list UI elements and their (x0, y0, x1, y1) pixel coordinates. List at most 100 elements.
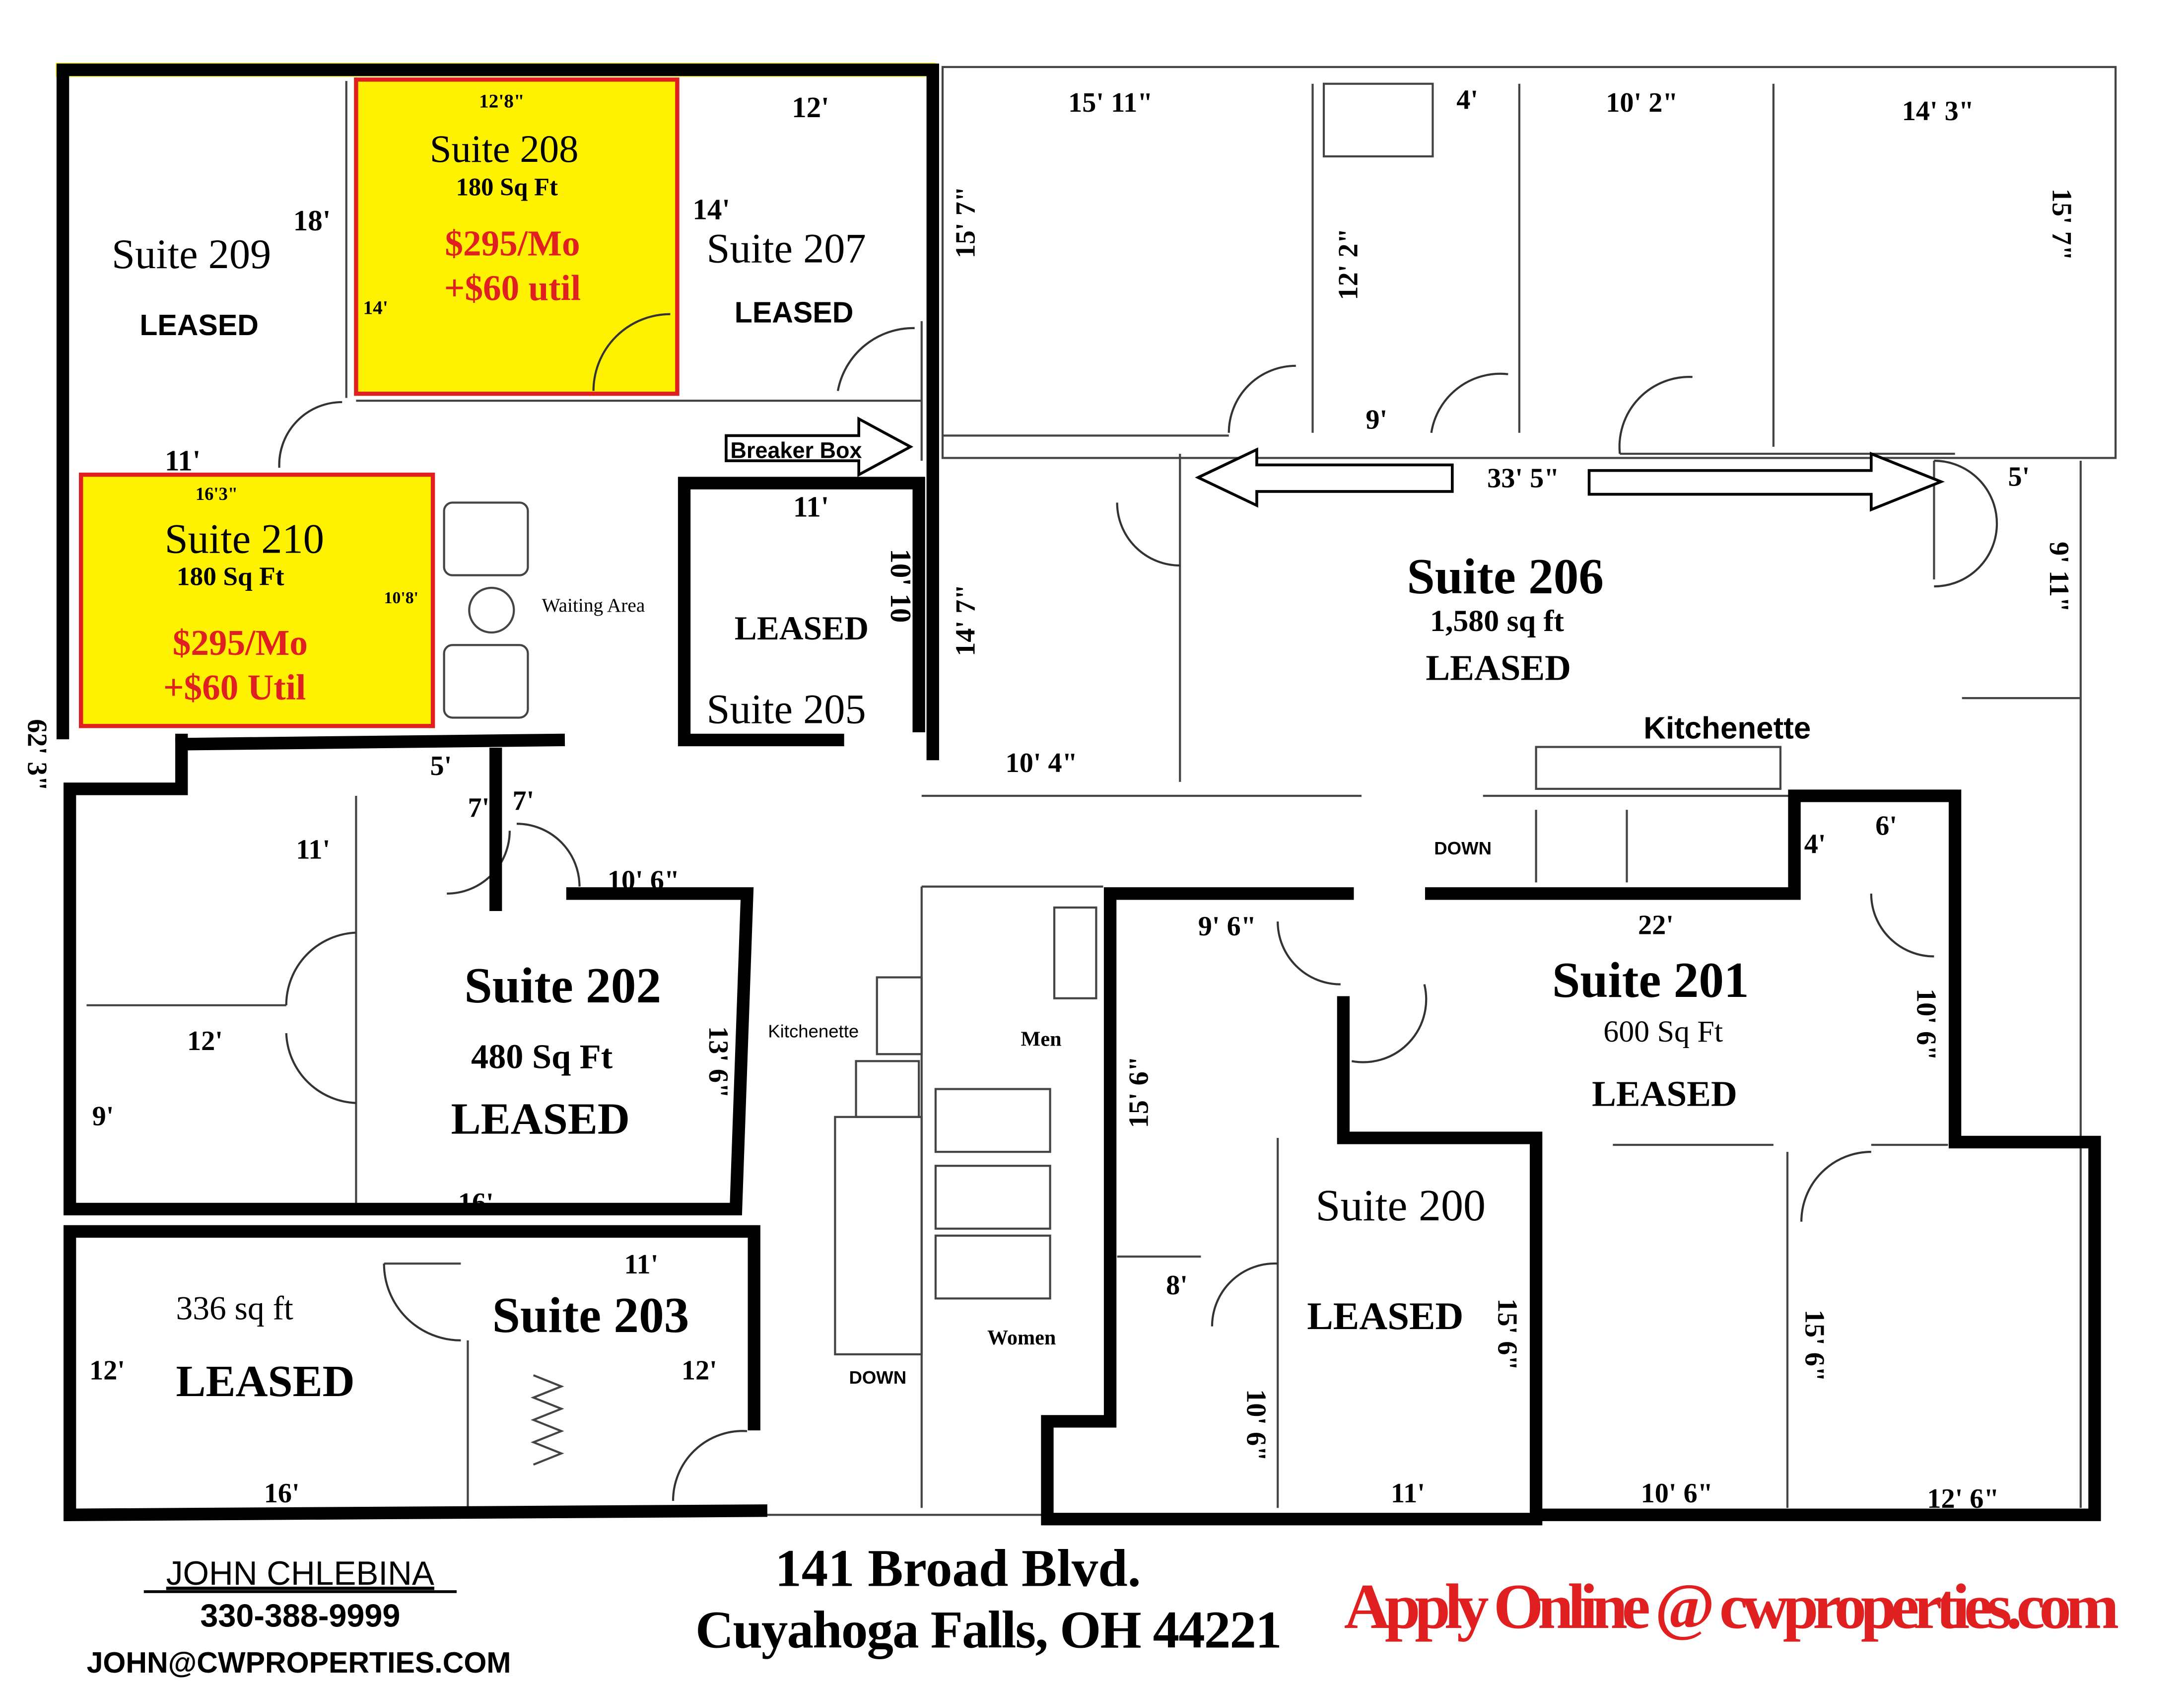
dim: 12' (792, 91, 829, 124)
suite-201-status: LEASED (1592, 1073, 1737, 1114)
breaker-box-arrow-icon (725, 416, 914, 477)
address-line-1: 141 Broad Blvd. (775, 1540, 1141, 1598)
dim: 15' 6" (1799, 1310, 1830, 1382)
suite-200-status: LEASED (1307, 1295, 1463, 1338)
kitchenette-label: Kitchenette (1643, 711, 1811, 746)
suite-210-area[interactable] (78, 472, 435, 728)
dim: 14' (692, 193, 730, 226)
suite-208-price: $295/Mo (445, 223, 580, 264)
arrow-right-icon (1587, 451, 1945, 512)
dim: 4' (1456, 84, 1478, 115)
dim: 12' (682, 1355, 717, 1386)
suite-208-name: Suite 208 (430, 128, 579, 171)
address-line-2: Cuyahoga Falls, OH 44221 (695, 1601, 1282, 1659)
men-label: Men (1021, 1027, 1062, 1051)
dim: 7' (468, 792, 489, 823)
dim: 16'3" (196, 484, 238, 504)
dim: 14' 7" (951, 584, 981, 656)
dim: 10' 6" (1240, 1389, 1271, 1461)
suite-206-area: 1,580 sq ft (1430, 604, 1564, 638)
dim: 14' (363, 297, 388, 319)
suite-202-name: Suite 202 (464, 958, 661, 1013)
dim: 10' 10 (885, 549, 917, 623)
dim: 18' (293, 204, 331, 237)
suite-206-name: Suite 206 (1407, 549, 1604, 604)
dim: 33' 5" (1487, 463, 1559, 493)
suite-205-name: Suite 205 (707, 687, 866, 733)
dim: 5' (2008, 462, 2030, 492)
women-label: Women (987, 1326, 1056, 1349)
overall-dimension: 62' 3" (21, 719, 52, 791)
dim: 12' 6" (1927, 1483, 1999, 1514)
dim: 8' (1166, 1270, 1188, 1301)
dim: 9' (1365, 404, 1387, 435)
suite-209-name: Suite 209 (112, 231, 271, 278)
dim: 16' (458, 1188, 494, 1218)
suite-200-name: Suite 200 (1315, 1181, 1486, 1230)
dim: 10' 6" (608, 865, 680, 896)
dim: 16' (264, 1478, 300, 1509)
contact-name: JOHN CHLEBINA (166, 1555, 434, 1592)
dim: 10' 6" (1641, 1478, 1713, 1509)
dim: 10' 6" (1911, 988, 1942, 1060)
dim: 15' 7" (951, 186, 981, 258)
dim: 9' 6" (1198, 911, 1256, 942)
dim: 11' (165, 444, 201, 477)
dim: 14' 3" (1902, 96, 1974, 127)
dim: 22' (1638, 910, 1674, 940)
interior-walls (86, 66, 2117, 1516)
suite-203-name: Suite 203 (492, 1287, 689, 1343)
suite-202-area: 480 Sq Ft (471, 1037, 613, 1076)
dim: 12'8" (479, 90, 525, 112)
dim: 12' 2" (1333, 228, 1364, 300)
dim: 15' 6" (1492, 1298, 1523, 1370)
suite-207-status: LEASED (735, 296, 854, 329)
suite-205-status: LEASED (735, 610, 869, 647)
suite-201-area: 600 Sq Ft (1603, 1015, 1723, 1049)
breaker-box-label: Breaker Box (730, 437, 862, 463)
dim: 15' 6" (1124, 1056, 1155, 1128)
contact-email[interactable]: JOHN@CWPROPERTIES.COM (87, 1646, 511, 1679)
suite-208-area: 180 Sq Ft (456, 173, 558, 201)
suite-208-area[interactable] (354, 77, 680, 396)
dim: 4' (1804, 829, 1826, 859)
dim: 10'8' (384, 589, 418, 607)
dim: 9' 11" (2044, 542, 2074, 612)
dim: 5' (430, 751, 452, 781)
dim: 10' 4" (1006, 748, 1078, 778)
dim: 9' (92, 1101, 114, 1132)
suite-203-status: LEASED (176, 1357, 354, 1406)
arrow-left-icon (1195, 447, 1454, 508)
suite-206-status: LEASED (1426, 648, 1571, 688)
dim: 11' (793, 491, 829, 523)
kitchenette-small-label: Kitchenette (768, 1021, 859, 1042)
dim: 13' 6" (703, 1026, 734, 1098)
doors (278, 313, 1998, 1501)
dim: 12' (89, 1355, 125, 1386)
down-label: DOWN (1434, 838, 1492, 858)
dim: 11' (296, 835, 330, 865)
suite-210-name: Suite 210 (165, 516, 324, 563)
apply-online-link[interactable]: Apply Online @ cwproperties.com (1344, 1571, 2119, 1642)
dim: 7' (512, 785, 534, 816)
suite-210-util: +$60 Util (163, 667, 306, 707)
dim: 10' 2" (1606, 87, 1678, 118)
suite-210-price: $295/Mo (173, 623, 308, 663)
suite-208-util: +$60 util (444, 268, 581, 308)
suite-201-name: Suite 201 (1552, 952, 1749, 1008)
suite-210-area: 180 Sq Ft (177, 561, 284, 591)
dim: 6' (1875, 811, 1897, 842)
waiting-area-label: Waiting Area (542, 594, 645, 616)
contact-phone: 330-388-9999 (200, 1597, 400, 1633)
suite-203-area: 336 sq ft (176, 1290, 293, 1327)
down-label: DOWN (849, 1367, 906, 1388)
dim: 11' (1391, 1478, 1425, 1509)
dim: 15' 11" (1068, 87, 1153, 118)
dim: 15' 7" (2047, 189, 2077, 261)
suite-202-status: LEASED (451, 1095, 630, 1144)
dim: 12' (187, 1026, 223, 1056)
dim: 11' (624, 1249, 659, 1280)
suite-207-name: Suite 207 (707, 226, 866, 272)
suite-209-status: LEASED (139, 309, 259, 342)
